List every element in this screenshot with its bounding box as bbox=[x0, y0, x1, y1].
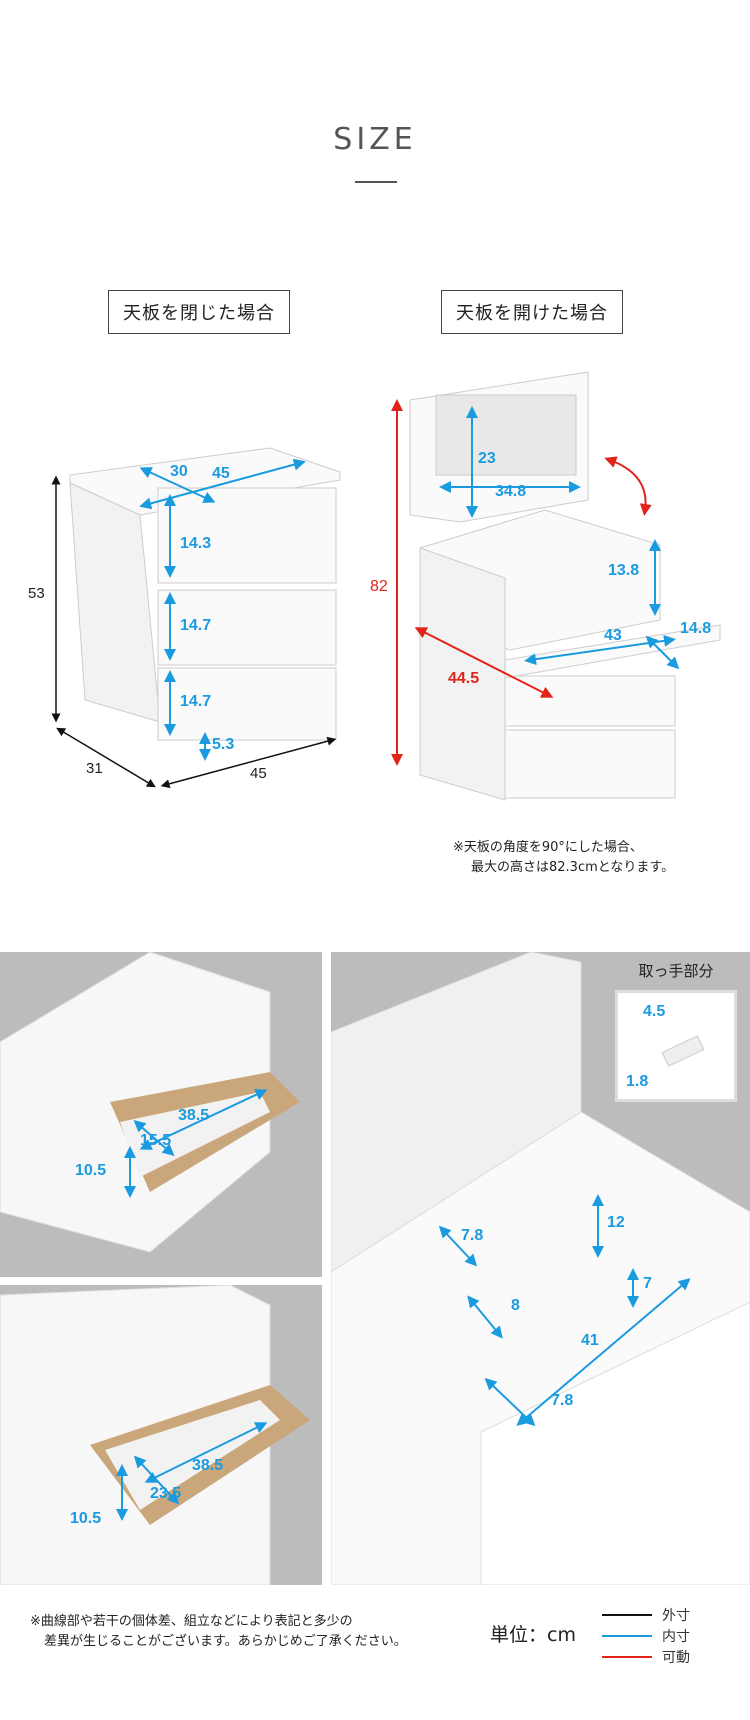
open-label: 天板を開けた場合 bbox=[441, 290, 623, 334]
legend-movable: 可動 bbox=[602, 1646, 690, 1667]
dim-interior-e: 41 bbox=[581, 1332, 599, 1349]
dim-mirror-h: 23 bbox=[478, 450, 496, 467]
dim-reach: 44.5 bbox=[448, 670, 480, 687]
photo-drawer-bottom: 38.5 23.5 10.5 bbox=[0, 1285, 322, 1585]
dim-drawer3: 14.7 bbox=[180, 693, 212, 710]
legend-blue-arrow bbox=[602, 1634, 652, 1637]
handle-photo: 4.5 1.8 bbox=[615, 990, 737, 1102]
footer-note-line1: ※曲線部や若干の個体差、組立などにより表記と多少の bbox=[30, 1614, 353, 1629]
handle-width: 4.5 bbox=[643, 1003, 666, 1020]
open-note: ※天板の角度を90°にした場合、 最大の高さは82.3cmとなります。 bbox=[453, 838, 674, 878]
legend-red-arrow bbox=[602, 1655, 652, 1658]
dim-height: 53 bbox=[28, 585, 45, 602]
dim-interior-c: 8 bbox=[511, 1297, 520, 1314]
handle-title: 取っ手部分 bbox=[638, 962, 714, 980]
photo-drawer-top: 38.5 15.5 10.5 bbox=[0, 952, 322, 1277]
photo-interior: 7.8 12 8 7 41 7.8 取っ手部分 4.5 1.8 bbox=[331, 952, 750, 1585]
dim-caster: 5.3 bbox=[212, 736, 235, 753]
page-title: SIZE bbox=[333, 122, 417, 157]
open-chest bbox=[409, 371, 721, 801]
dim-depth-top: 30 bbox=[170, 463, 188, 480]
dim-drawer1: 14.3 bbox=[180, 535, 212, 552]
dim-drawer-bottom-1: 38.5 bbox=[192, 1457, 224, 1474]
legend-outer: 外寸 bbox=[602, 1604, 690, 1625]
legend-outer-label: 外寸 bbox=[662, 1607, 690, 1624]
dim-drawer-top-1: 38.5 bbox=[178, 1107, 210, 1124]
legend: 外寸 内寸 可動 bbox=[602, 1604, 690, 1667]
dim-interior-d: 7 bbox=[643, 1275, 652, 1292]
open-note-line1: ※天板の角度を90°にした場合、 bbox=[453, 840, 643, 855]
dim-tray-h: 13.8 bbox=[608, 562, 640, 579]
title-divider bbox=[355, 181, 397, 183]
dim-interior-f: 7.8 bbox=[551, 1392, 574, 1409]
dim-mirror-w: 34.8 bbox=[495, 483, 527, 500]
furniture-diagrams bbox=[51, 371, 721, 801]
dim-open-height: 82 bbox=[370, 578, 388, 595]
unit-label: 単位：cm bbox=[490, 1624, 576, 1646]
dim-tray-w: 43 bbox=[604, 627, 622, 644]
open-note-line2: 最大の高さは82.3cmとなります。 bbox=[471, 860, 675, 875]
dim-width: 45 bbox=[250, 765, 267, 782]
dim-tray-d: 14.8 bbox=[680, 620, 712, 637]
handle-inset: 取っ手部分 4.5 1.8 bbox=[611, 960, 741, 1110]
dim-interior-a: 7.8 bbox=[461, 1227, 484, 1244]
dim-drawer-top-3: 10.5 bbox=[75, 1162, 107, 1179]
dim-drawer-bottom-3: 10.5 bbox=[70, 1510, 102, 1527]
dim-drawer2: 14.7 bbox=[180, 617, 212, 634]
dim-drawer-top-2: 15.5 bbox=[140, 1132, 172, 1149]
dim-depth: 31 bbox=[86, 760, 103, 777]
legend-inner: 内寸 bbox=[602, 1625, 690, 1646]
dim-interior-b: 12 bbox=[607, 1214, 625, 1231]
legend-black-arrow bbox=[602, 1613, 652, 1616]
dim-width-top: 45 bbox=[212, 465, 230, 482]
dim-drawer-bottom-2: 23.5 bbox=[150, 1485, 182, 1502]
footer-note: ※曲線部や若干の個体差、組立などにより表記と多少の 差異が生じることがございます… bbox=[30, 1612, 407, 1652]
closed-label: 天板を閉じた場合 bbox=[108, 290, 290, 334]
legend-inner-label: 内寸 bbox=[662, 1628, 690, 1645]
footer-note-line2: 差異が生じることがございます。あらかじめご了承ください。 bbox=[44, 1634, 407, 1649]
legend-movable-label: 可動 bbox=[662, 1649, 690, 1666]
handle-height: 1.8 bbox=[626, 1073, 649, 1090]
